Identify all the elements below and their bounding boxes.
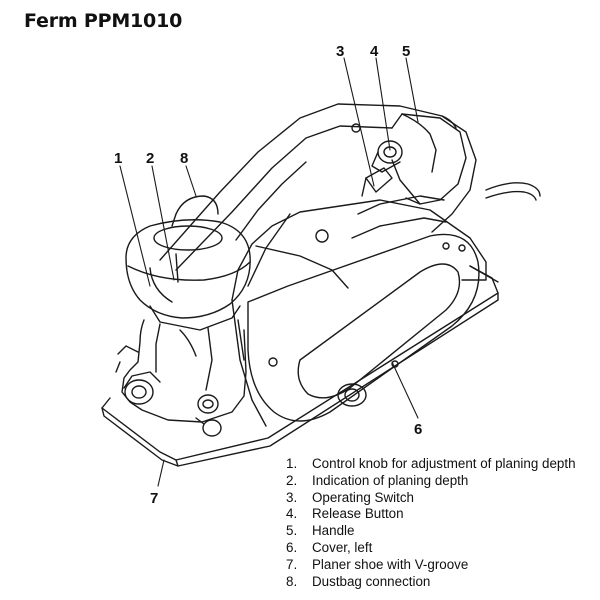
legend-text: Planer shoe with V-groove (312, 556, 469, 572)
legend-number: 7. (286, 556, 298, 572)
knob-housing-drawing (115, 319, 247, 423)
legend-number: 6. (286, 539, 298, 555)
legend-number: 3. (286, 489, 298, 505)
legend-number: 8. (286, 573, 298, 589)
operating-switch-drawing (351, 167, 447, 239)
handle-drawing (159, 103, 477, 287)
legend-text: Release Button (312, 506, 404, 522)
callout-3: 3 (336, 43, 344, 60)
leader-3 (343, 57, 375, 187)
callout-6: 6 (414, 421, 422, 438)
front-knob-drawing (123, 371, 161, 405)
callout-5: 5 (402, 43, 410, 60)
leader-4 (375, 57, 391, 151)
legend-item: 8. Dustbag connection (286, 574, 576, 591)
legend-item: 1. Control knob for adjustment of planing… (286, 456, 576, 473)
leader-1 (119, 165, 151, 287)
legend-text: Handle (312, 523, 355, 539)
callout-2: 2 (146, 150, 154, 167)
callout-4: 4 (370, 43, 379, 60)
legend-text: Cover, left (312, 539, 373, 555)
legend-item: 4. Release Button (286, 506, 576, 523)
legend-number: 5. (286, 523, 298, 539)
callout-1: 1 (114, 150, 122, 167)
leader-5 (405, 57, 419, 123)
page-title: Ferm PPM1010 (24, 10, 183, 32)
parts-legend: 1. Control knob for adjustment of planing… (286, 456, 576, 590)
legend-text: Control knob for adjustment of planing d… (312, 456, 576, 471)
legend-text: Operating Switch (312, 489, 414, 505)
planer-shoe-drawing (101, 265, 499, 467)
leader-7 (157, 459, 165, 487)
legend-item: 7. Planer shoe with V-groove (286, 557, 576, 574)
leader-2 (151, 165, 175, 281)
left-cover-drawing (247, 233, 480, 422)
housing-bosses-drawing (195, 394, 222, 437)
legend-item: 5. Handle (286, 523, 576, 540)
legend-item: 2. Indication of planing depth (286, 473, 576, 490)
legend-text: Dustbag connection (312, 573, 431, 589)
power-cord-drawing (485, 182, 541, 201)
leader-8 (185, 165, 197, 197)
dustbag-connection-drawing (171, 195, 219, 227)
legend-item: 6. Cover, left (286, 540, 576, 557)
callout-7: 7 (150, 490, 158, 507)
legend-number: 1. (286, 456, 298, 471)
legend-number: 2. (286, 472, 298, 488)
release-button-drawing (371, 140, 403, 173)
control-knob-drawing (125, 219, 251, 331)
legend-item: 3. Operating Switch (286, 490, 576, 507)
callout-8: 8 (180, 150, 188, 167)
legend-text: Indication of planing depth (312, 472, 469, 488)
legend-number: 4. (286, 506, 298, 522)
leader-6 (391, 361, 419, 419)
callout-leaders (119, 57, 419, 487)
